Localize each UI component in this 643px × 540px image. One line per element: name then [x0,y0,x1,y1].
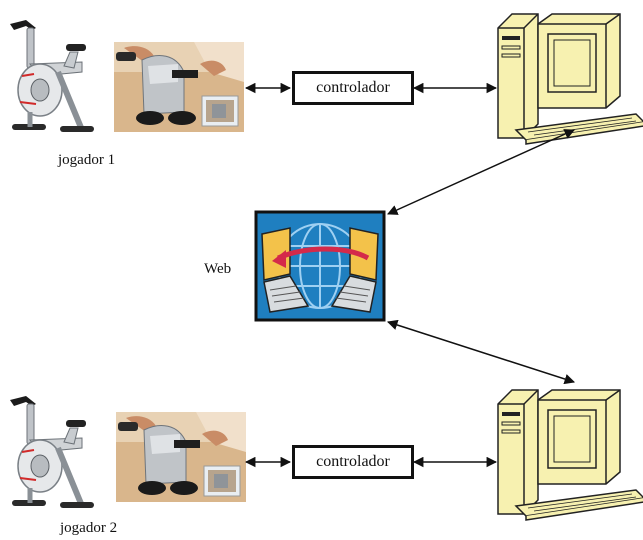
connector-lines [244,82,575,468]
player-2-label: jogador 2 [60,520,118,536]
player-1-label: jogador 1 [58,152,116,168]
controller-label-1: controlador [316,79,390,96]
exercise-bike-1-icon [10,20,94,132]
computer-2-icon [497,389,643,521]
controller-box-1: controlador [292,71,414,105]
computer-1-icon [497,13,643,145]
web-icon [254,210,386,322]
controller-label-2: controlador [316,453,390,470]
web-label: Web [204,261,232,277]
pedal-device-1-photo [113,41,245,133]
controller-box-2: controlador [292,445,414,479]
pedal-device-2-photo [115,411,247,503]
exercise-bike-2-icon [10,396,94,508]
